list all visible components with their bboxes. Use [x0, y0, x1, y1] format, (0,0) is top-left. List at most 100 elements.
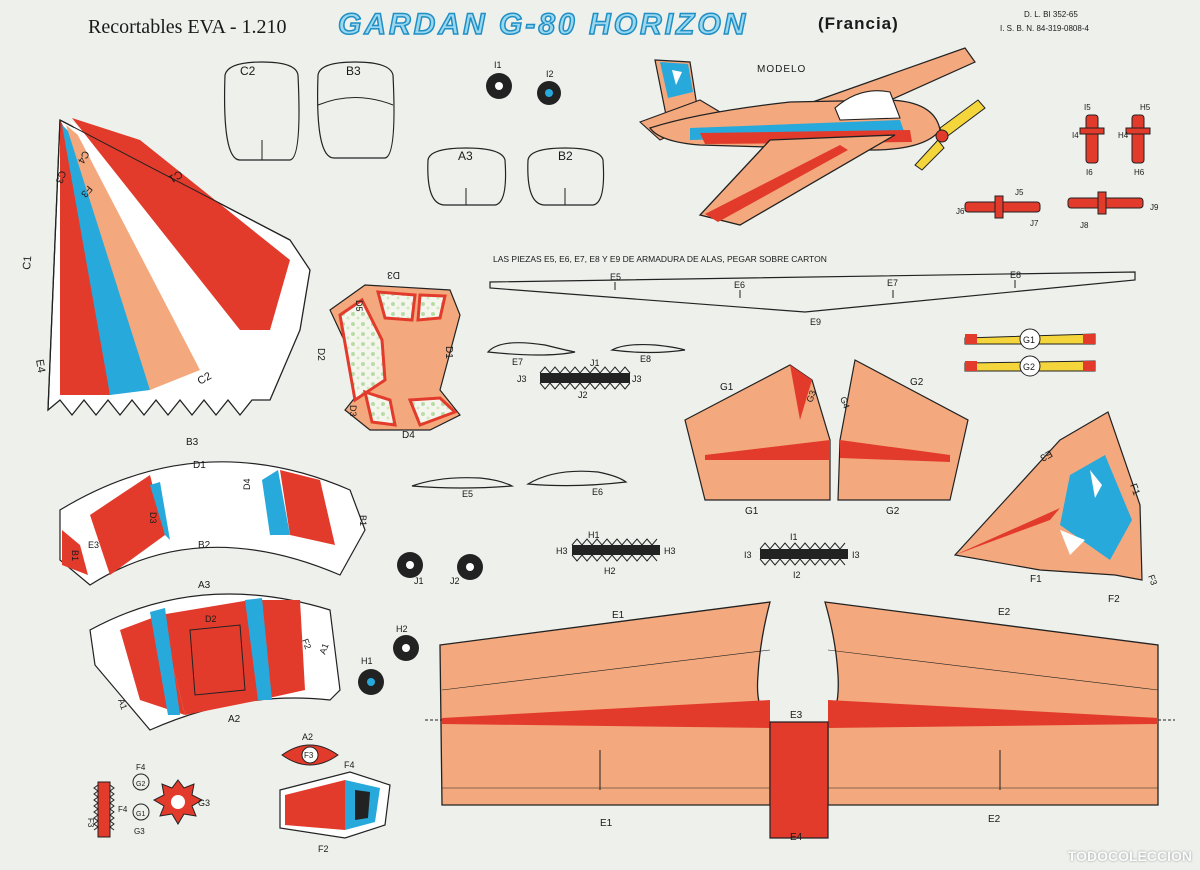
label-g1-small: G1 — [136, 811, 145, 818]
label-d4: D4 — [402, 430, 415, 441]
label-d2: D2 — [315, 348, 326, 361]
label-j1: J1 — [590, 358, 600, 368]
label-j9: J9 — [1150, 203, 1159, 212]
label-i5: I5 — [1084, 103, 1091, 112]
label-d5: D5 — [354, 300, 364, 312]
part-f-engine-cowl — [279, 771, 391, 839]
label-g2-tail: G2 — [910, 377, 924, 388]
part-j-struts — [964, 191, 1144, 219]
label-j2-wheel: J2 — [450, 576, 460, 586]
part-g2-disc — [132, 773, 150, 791]
label-e3-rudder: E3 — [1038, 447, 1054, 463]
label-f4-small: F4 — [136, 763, 146, 772]
label-i2: I2 — [546, 69, 554, 79]
label-b3: B3 — [186, 437, 199, 448]
label-c1: C1 — [21, 255, 34, 270]
label-f1-rudder: F1 — [1127, 482, 1141, 497]
part-g1-propeller — [964, 328, 1096, 350]
part-e8-rib — [610, 343, 686, 354]
part-e9-wing-spar — [489, 271, 1136, 313]
part-h-struts — [1079, 114, 1151, 164]
label-f1-rudder-bottom: F1 — [1030, 574, 1042, 585]
label-e4-wing: E4 — [790, 832, 803, 843]
part-f3-cowl-top — [281, 744, 339, 766]
part-c2-outline — [224, 61, 300, 161]
label-j8: J8 — [1080, 221, 1089, 230]
series-label: Recortables EVA - 1.210 — [88, 16, 287, 38]
part-e5-rib — [411, 477, 515, 489]
label-j1-wheel: J1 — [414, 576, 424, 586]
label-d1-band: D1 — [193, 460, 206, 471]
label-a2-engine: A2 — [302, 732, 313, 742]
legal-deposit: D. L. BI 352-65 — [1024, 10, 1078, 19]
label-e3-band: E3 — [88, 540, 99, 550]
label-e6-rib: E6 — [592, 487, 603, 497]
label-b2-top: B2 — [558, 149, 573, 163]
part-g3-spinner — [152, 779, 204, 825]
label-f2-rudder: F2 — [1108, 594, 1120, 605]
wheel-j2 — [457, 554, 483, 580]
part-e-main-wing — [425, 601, 1175, 839]
label-e9: E9 — [810, 317, 821, 327]
label-f4-small-2: F4 — [118, 805, 128, 814]
label-g4: G4 — [838, 395, 852, 410]
label-e3-wing: E3 — [790, 710, 803, 721]
label-j3-left: J3 — [517, 374, 527, 384]
label-j6: J6 — [956, 207, 965, 216]
label-d3-bottom: D3 — [348, 405, 358, 417]
label-g3-small: G3 — [134, 827, 145, 836]
part-d-cockpit — [329, 284, 461, 431]
part-g1-disc — [132, 803, 150, 821]
label-h2-wheel: H2 — [396, 624, 408, 634]
part-g-horizontal-tail — [684, 359, 969, 501]
label-e7-spar: E7 — [887, 278, 898, 288]
label-c3: C3 — [53, 169, 68, 185]
label-g1-prop: G1 — [1023, 335, 1035, 345]
label-d1: D1 — [443, 346, 454, 359]
label-g3: G3 — [804, 389, 818, 404]
label-i4: I4 — [1072, 131, 1079, 140]
label-a1-right: A1 — [317, 642, 330, 656]
part-g2-propeller — [964, 355, 1096, 377]
label-d2-lower: D2 — [205, 614, 217, 624]
part-e7-rib — [486, 342, 576, 356]
model-title: GARDAN G-80 HORIZON — [337, 7, 749, 42]
label-i1: I1 — [494, 60, 502, 70]
part-i2-gear — [759, 542, 848, 566]
label-e8: E8 — [640, 354, 651, 364]
label-c2-top: C2 — [240, 64, 256, 78]
label-h4: H4 — [1118, 131, 1129, 140]
label-e6-spar: E6 — [734, 280, 745, 290]
label-i3-left: I3 — [744, 550, 752, 560]
label-e8-spar: E8 — [1010, 270, 1021, 280]
label-h5: H5 — [1140, 103, 1151, 112]
country-label: (Francia) — [818, 14, 899, 33]
label-e5-spar: E5 — [610, 272, 621, 282]
label-g2-small: G2 — [136, 781, 145, 788]
label-j5: J5 — [1015, 188, 1024, 197]
label-h2: H2 — [604, 566, 616, 576]
part-h2-gear — [571, 538, 660, 562]
label-g3-spinner: G3 — [198, 798, 210, 808]
wheel-i2 — [537, 81, 561, 105]
wheel-h2 — [393, 635, 419, 661]
label-f3-small: F3 — [86, 818, 95, 828]
part-b3-outline — [317, 61, 395, 159]
label-a3: A3 — [198, 580, 211, 591]
model-airplane-illustration — [638, 47, 986, 226]
label-e4: E4 — [33, 358, 47, 373]
part-f4-spindle — [93, 781, 115, 838]
part-j2-gear — [539, 366, 631, 390]
model-label: MODELO — [757, 64, 806, 75]
label-h1: H1 — [588, 530, 600, 540]
part-a-fuselage-bottom — [89, 593, 341, 731]
label-e1-bottom: E1 — [600, 818, 613, 829]
label-i2-gear: I2 — [793, 570, 801, 580]
label-b3-top: B3 — [346, 64, 361, 78]
label-j3-right: J3 — [632, 374, 642, 384]
label-h3-left: H3 — [556, 546, 568, 556]
label-a2: A2 — [228, 714, 241, 725]
watermark: TODOCOLECCION — [1067, 848, 1192, 864]
